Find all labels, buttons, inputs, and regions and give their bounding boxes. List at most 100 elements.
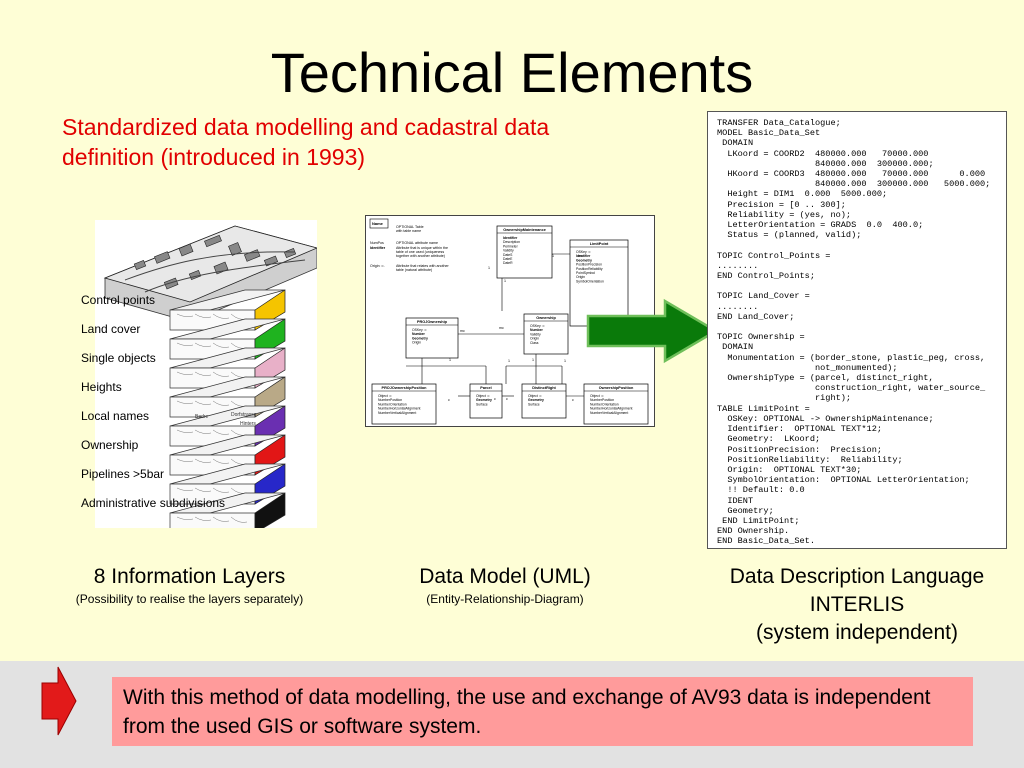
layers-illustration: Bedre Dorfstrasse Hinters [95,220,317,528]
uml-caption: Data Model (UML) (Entity-Relationship-Di… [380,563,630,607]
uml-class: OwnershipMaintenanceIdentifierDescriptio… [496,225,553,279]
green-arrow-icon [586,298,719,364]
code-line: MODEL Basic_Data_Set [717,128,821,139]
code-line: PositionReliability: Reliability; [717,454,903,465]
uml-class-attribute: Origin [530,337,539,341]
uml-class-attribute: Description [503,240,520,244]
code-line: Monumentation = (border_stone, plastic_p… [717,352,986,363]
code-line: ........ [717,301,759,312]
uml-mult: c [572,398,574,402]
map-annotations: Bedre Dorfstrasse Hinters [195,412,257,427]
uml-class-attribute: Geometry [576,258,592,262]
uml-class-attribute: NumberVerticalAlignment [590,411,628,415]
code-line: END LimitPoint; [717,515,800,526]
uml-class-attribute: Geometry [528,398,544,402]
code-line: LetterOrientation = GRADS 0.0 400.0; [717,220,924,231]
uml-legend-heading: Name [372,221,384,226]
uml-class-attribute: DateS [503,253,513,257]
uml-legend-line: table of one used (uniqueness [396,250,444,254]
uml-legend-line: Attribute that is unique within the [396,246,448,250]
ddl-caption-line3: (system independent) [756,621,958,644]
uml-class-attribute: NumberPosition [378,398,402,402]
code-line: DOMAIN [717,138,754,149]
code-line: SymbolOrientation: OPTIONAL LetterOrient… [717,475,970,486]
layer-label-local-names: Local names [81,409,150,423]
code-line: Geometry: LKoord; [717,434,821,445]
layer-label-administrative: Administrative subdivisions [81,496,226,510]
layer-label-pipelines: Pipelines >5bar [81,467,165,481]
uml-legend-line: table (natural attribute) [396,268,432,272]
code-line: TOPIC Land_Cover = [717,291,810,302]
uml-class-attribute: DateE [503,257,513,261]
ddl-caption-line2: INTERLIS [809,593,905,616]
uml-class-attribute: Origin [576,275,585,279]
uml-class-attribute: NumberVerticalAlignment [378,411,416,415]
uml-class-attribute: Surface [476,402,488,406]
uml-class-attribute: SymbolOrientation [576,279,604,283]
notice-box: With this method of data modelling, the … [112,677,973,746]
layer-plate [169,492,286,528]
uml-class-attribute: Origin [412,341,421,345]
uml-mult: 1 [449,358,451,362]
uml-mult: c [494,397,496,401]
uml-mult: c [506,397,508,401]
code-line: 840000.000 300000.000; [717,158,934,169]
code-line: construction_right, water_source_ [717,383,986,394]
uml-class-attribute: Object := [590,394,604,398]
uml-legend-key-identifier: Identifier [370,246,386,250]
code-line: ........ [717,260,759,271]
uml-diagram-graphic: Name NumPos Identifier Origin :=. OPTION… [369,218,649,425]
red-arrow-icon [41,666,77,736]
uml-mult: mc [499,326,504,330]
uml-caption-title: Data Model (UML) [419,565,591,588]
uml-legend-line: OPTIONAL attribute name [396,241,438,245]
uml-class-name: PROJOwnershipPosition [382,386,428,390]
code-line: Identifier: OPTIONAL TEXT*12; [717,424,883,435]
uml-class-attribute: NumberHorizontalAlignment [378,407,420,411]
uml-mult: mc [460,329,465,333]
uml-mult: mc [578,254,583,258]
uml-legend-key-numpos: NumPos [370,241,384,245]
code-line: 840000.000 300000.000 5000.000; [717,179,991,190]
uml-class-name: LimitPoint [590,242,609,246]
map-text-bedre: Bedre [195,414,209,420]
code-line: OwnershipType = (parcel, distinct_right, [717,373,934,384]
uml-class-name: PROJOwnership [417,320,448,324]
code-line: END Land_Cover; [717,311,795,322]
uml-class-attribute: Validity [503,249,514,253]
code-line: PositionPrecision: Precision; [717,444,883,455]
code-line: END Control_Points; [717,271,815,282]
uml-class-attribute: Object := [378,394,392,398]
layers-stack-graphic: Bedre Dorfstrasse Hinters [103,225,317,528]
uml-mult: 1 [488,266,490,270]
layers-caption-subtitle: (Possibility to realise the layers separ… [75,592,304,606]
uml-caption-subtitle: (Entity-Relationship-Diagram) [426,592,584,606]
uml-class-attribute: DateR [503,261,513,265]
code-line: Origin: OPTIONAL TEXT*30; [717,464,862,475]
uml-mult: 1 [532,358,534,362]
map-text-hinters: Hinters [240,421,256,427]
code-line: !! Default: 0.0 [717,485,805,496]
layers-caption: 8 Information Layers (Possibility to rea… [62,563,317,607]
uml-class-attribute: NumberOrientation [378,402,407,406]
uml-mult: 1 [564,359,566,363]
interlis-code-panel: TRANSFER Data_Catalogue;MODEL Basic_Data… [707,111,1007,549]
uml-mult: 1 [508,359,510,363]
uml-class-name: Parcel [480,386,491,390]
code-line: TOPIC Control_Points = [717,250,831,261]
uml-class-name: OwnershipPosition [599,386,634,390]
layers-caption-title: 8 Information Layers [93,565,286,588]
slide-subtitle: Standardized data modelling and cadastra… [62,114,550,170]
code-line: right); [717,393,852,404]
uml-class-attribute: Geometry [412,336,428,340]
layer-label-single-objects: Single objects [81,351,156,365]
code-line: END Ownership. [717,526,790,537]
uml-class-name: OwnershipMaintenance [503,228,546,232]
code-line: HKoord = COORD3 480000.000 70000.000 0.0… [717,169,986,180]
uml-class-attribute: Validity [530,332,541,336]
uml-class-attribute: Object := [528,394,542,398]
